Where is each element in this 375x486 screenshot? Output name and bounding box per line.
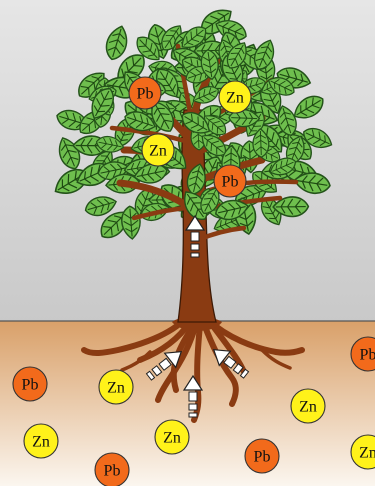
soil-pb-label: Pb [22,377,39,394]
soil-zn-label: Zn [299,399,317,416]
soil-pb-marker: Pb [13,367,47,401]
soil-pb-label: Pb [104,463,121,480]
soil-zn-label: Zn [359,445,375,462]
tree-pb-marker: Pb [129,77,161,109]
tree-pb-marker: Pb [214,165,246,197]
tree-zn-marker: Zn [142,134,174,166]
soil-zn-marker: Zn [24,424,58,458]
tree-zn-marker: Zn [219,81,251,113]
tree-pb-label: Pb [222,174,239,191]
tree-pb-label: Pb [137,86,154,103]
soil-zn-label: Zn [107,380,125,397]
soil-zn-label: Zn [163,430,181,447]
soil-pb-label: Pb [254,449,271,466]
soil-pb-label: Pb [360,347,375,364]
tree-zn-label: Zn [226,90,244,107]
soil-zn-marker: Zn [291,389,325,423]
soil-zn-marker: Zn [155,420,189,454]
soil-zn-marker: Zn [99,370,133,404]
soil-zn-label: Zn [32,434,50,451]
soil-pb-marker: Pb [95,453,129,486]
soil-pb-marker: Pb [245,439,279,473]
tree-zn-label: Zn [149,143,167,160]
